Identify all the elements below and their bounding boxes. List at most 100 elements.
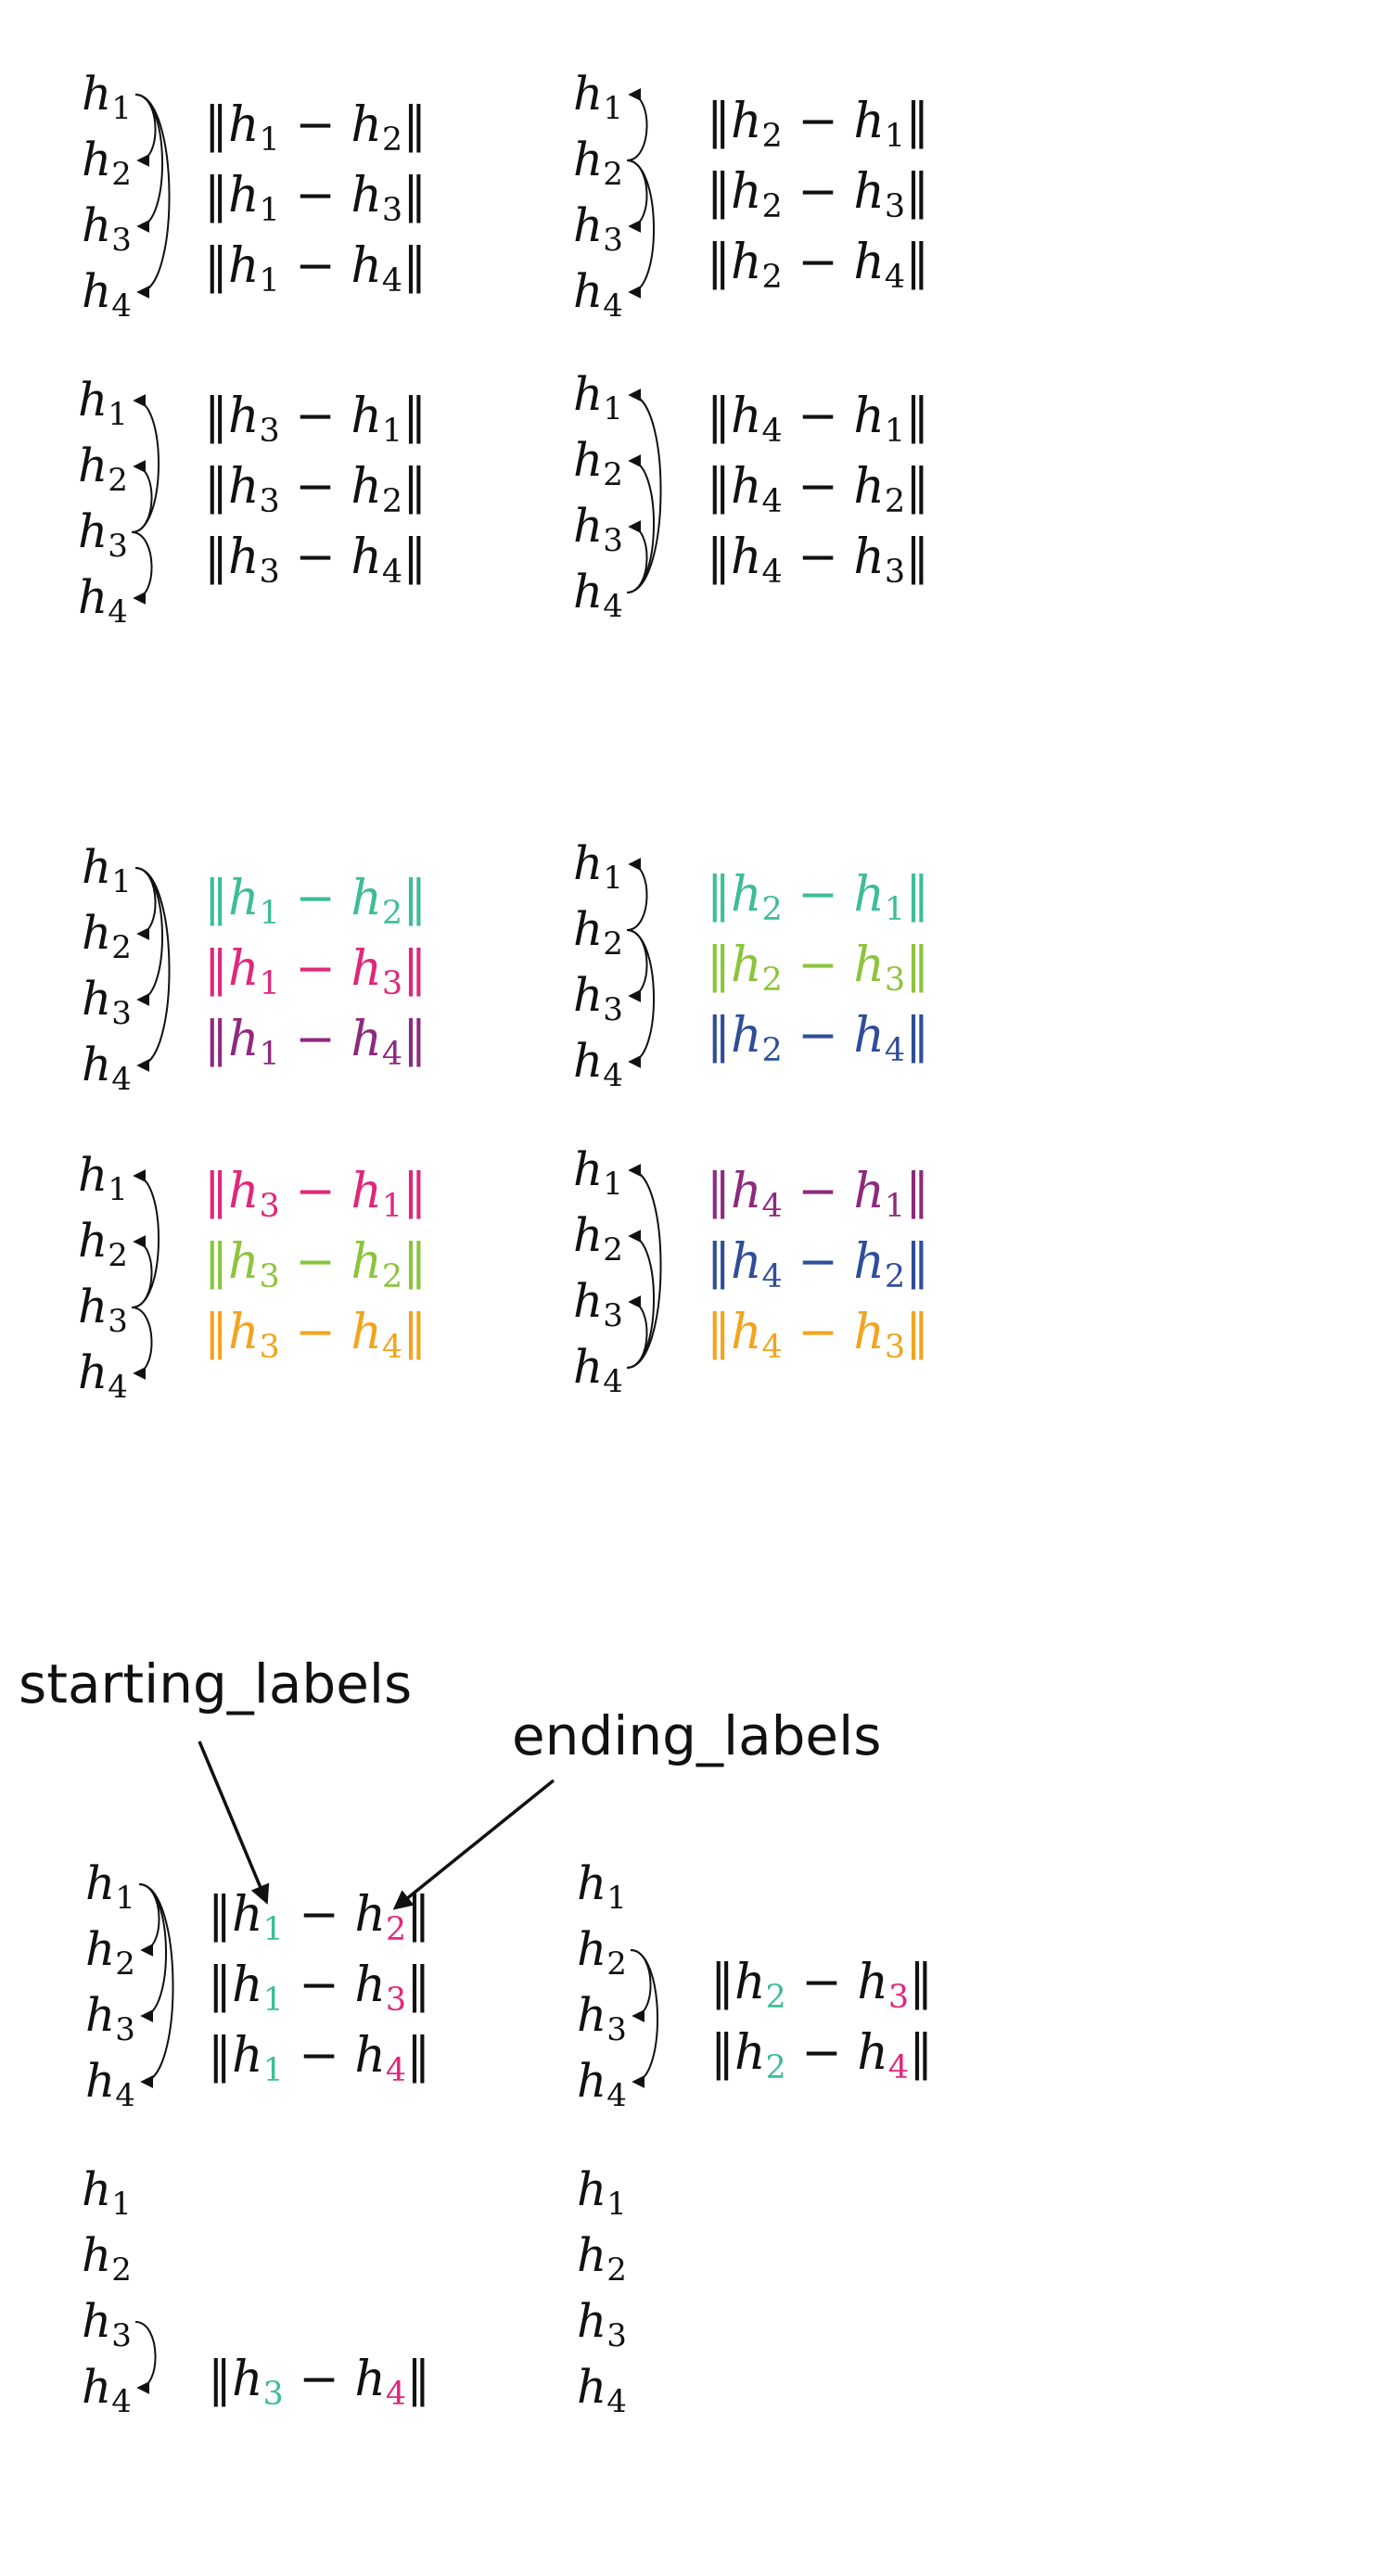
edge-h1-to-h2: [138, 1883, 160, 1957]
node-h4: h4: [573, 1034, 623, 1094]
node-h2: h2: [573, 133, 623, 193]
edge-h2-to-h4: [626, 159, 655, 299]
starting-labels-annotation: starting_labels: [19, 1652, 412, 1715]
norm-term-h1-h2: ‖h1 − h2‖: [204, 871, 427, 932]
starting-labels-arrow: [198, 1741, 270, 1905]
edge-h3-to-h2: [131, 1235, 153, 1308]
norm-term-h1-h2: ‖h1 − h2‖: [204, 97, 427, 159]
edge-h2-to-h3: [626, 929, 648, 1002]
norm-term-h4-h3: ‖h4 − h3‖: [707, 529, 929, 591]
norm-term-h2-h3: ‖h2 − h3‖: [707, 937, 929, 999]
norm-term-h2-h3: ‖h2 − h3‖: [707, 164, 929, 225]
norm-term-h2-h4: ‖h2 − h4‖: [710, 2025, 933, 2086]
node-h4: h4: [82, 1038, 132, 1098]
node-h1: h1: [78, 373, 128, 433]
node-h1: h1: [573, 367, 623, 427]
node-h2: h2: [577, 1922, 627, 1983]
node-h2: h2: [573, 902, 623, 963]
edge-h3-to-h4: [134, 2321, 157, 2394]
node-h2: h2: [82, 133, 132, 193]
norm-term-h3-h4: ‖h3 − h4‖: [208, 2352, 430, 2413]
edge-h2-to-h1: [626, 88, 648, 161]
node-h4: h4: [573, 1340, 623, 1400]
norm-term-h3-h4: ‖h3 − h4‖: [204, 529, 427, 591]
node-h4: h4: [85, 2054, 135, 2114]
norm-term-h2-h4: ‖h2 − h4‖: [707, 1008, 929, 1069]
norm-term-h4-h2: ‖h4 − h2‖: [707, 1234, 929, 1295]
norm-term-h3-h1: ‖h3 − h1‖: [204, 389, 427, 450]
node-h4: h4: [78, 570, 128, 631]
node-h2: h2: [573, 1208, 623, 1269]
norm-term-h3-h2: ‖h3 − h2‖: [204, 1234, 427, 1295]
node-h1: h1: [82, 2162, 132, 2223]
norm-term-h1-h3: ‖h1 − h3‖: [204, 941, 427, 1002]
norm-term-h4-h3: ‖h4 − h3‖: [707, 1305, 929, 1366]
edge-h2-to-h4: [626, 929, 655, 1068]
node-h1: h1: [573, 1142, 623, 1203]
ending-labels-arrow: [392, 1779, 555, 1910]
edge-h4-to-h1: [626, 389, 662, 593]
edge-h4-to-h3: [626, 1295, 648, 1369]
node-h3: h3: [78, 504, 128, 565]
node-h2: h2: [78, 1214, 128, 1274]
norm-term-h4-h1: ‖h4 − h1‖: [707, 389, 929, 450]
node-h2: h2: [577, 2228, 627, 2289]
node-h4: h4: [577, 2360, 627, 2420]
node-h3: h3: [573, 198, 623, 259]
norm-term-h2-h3: ‖h2 − h3‖: [710, 1955, 933, 2016]
norm-term-h1-h4: ‖h1 − h4‖: [204, 238, 427, 300]
norm-term-h3-h4: ‖h3 − h4‖: [204, 1305, 427, 1366]
node-h3: h3: [78, 1280, 128, 1340]
norm-term-h4-h1: ‖h4 − h1‖: [707, 1164, 929, 1225]
node-h4: h4: [78, 1345, 128, 1406]
edge-h1-to-h4: [134, 867, 171, 1072]
edge-h4-to-h3: [626, 520, 648, 593]
norm-term-h3-h2: ‖h3 − h2‖: [204, 459, 427, 520]
edge-h4-to-h1: [626, 1164, 662, 1369]
node-h4: h4: [573, 264, 623, 325]
edge-h3-to-h4: [131, 531, 153, 605]
norm-term-h3-h1: ‖h3 − h1‖: [204, 1164, 427, 1225]
node-h1: h1: [78, 1148, 128, 1208]
node-h4: h4: [82, 264, 132, 325]
node-h1: h1: [577, 1856, 627, 1917]
edge-h2-to-h3: [630, 1949, 652, 2022]
node-h4: h4: [82, 2360, 132, 2420]
node-h2: h2: [85, 1922, 135, 1983]
edge-h1-to-h2: [134, 94, 157, 167]
edge-h2-to-h4: [630, 1949, 658, 2088]
edge-h1-to-h4: [134, 94, 171, 299]
edge-h2-to-h3: [626, 159, 648, 233]
node-h4: h4: [573, 565, 623, 625]
norm-term-h2-h4: ‖h2 − h4‖: [707, 235, 929, 296]
node-h1: h1: [573, 67, 623, 127]
edge-h3-to-h2: [131, 460, 153, 533]
norm-term-h1-h4: ‖h1 − h4‖: [208, 2028, 430, 2089]
edge-h1-to-h2: [134, 867, 157, 940]
norm-term-h1-h3: ‖h1 − h3‖: [204, 168, 427, 229]
node-h3: h3: [577, 1988, 627, 2048]
node-h3: h3: [573, 499, 623, 559]
node-h1: h1: [82, 67, 132, 127]
node-h2: h2: [78, 439, 128, 499]
node-h1: h1: [85, 1856, 135, 1917]
node-h3: h3: [573, 1274, 623, 1334]
node-h2: h2: [82, 2228, 132, 2289]
ending-labels-annotation: ending_labels: [512, 1704, 881, 1767]
node-h3: h3: [573, 968, 623, 1028]
node-h3: h3: [577, 2294, 627, 2354]
edge-h3-to-h4: [131, 1307, 153, 1380]
node-h2: h2: [573, 433, 623, 493]
node-h3: h3: [85, 1988, 135, 2048]
